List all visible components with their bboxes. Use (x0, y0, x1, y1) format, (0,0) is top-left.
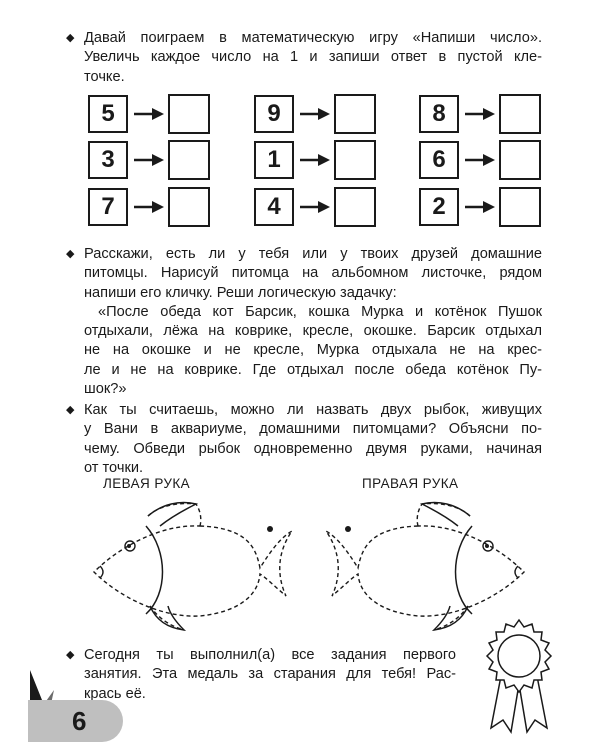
arrow-right-icon (465, 154, 495, 166)
answer-box[interactable] (499, 187, 541, 227)
left-hand-label: ЛЕВАЯ РУКА (103, 476, 191, 491)
medal-inner-circle (497, 634, 541, 678)
riddle-line: не на окошке и не кресле, Мурка отдыхала… (84, 342, 542, 359)
answer-box[interactable] (168, 140, 210, 180)
answer-box[interactable] (334, 94, 376, 134)
task3-instructions: Как ты считаешь, можно ли назвать двух р… (84, 401, 542, 478)
answer-box[interactable] (334, 187, 376, 227)
task2-line: питомцы. Нарисуй питомца на альбомном ли… (84, 265, 542, 282)
number-box: 1 (254, 141, 294, 179)
task1-instructions: Давай поиграем в математическую игру «На… (84, 29, 542, 87)
riddle-line: «После обеда кот Барсик, кошка Мурка и к… (98, 303, 542, 320)
page-number: 6 (72, 706, 87, 736)
riddle-line: отдыхали, лёжа на коврике, кресле, окошк… (84, 323, 542, 340)
task1-line: Давай поиграем в математическую игру «На… (84, 30, 542, 46)
bullet-task3: ◆ (66, 404, 75, 416)
fish-mouth (99, 565, 104, 579)
task2-instructions: Расскажи, есть ли у тебя или у твоих дру… (84, 245, 542, 399)
task2-line: напиши его кличку. Реши логическую задач… (84, 284, 397, 301)
arrow-right-icon (134, 108, 164, 120)
arrow-right-icon (300, 154, 330, 166)
number-box: 3 (88, 141, 128, 179)
start-dot-icon (267, 526, 273, 532)
right-hand-label: ПРАВАЯ РУКА (362, 476, 459, 491)
number-box: 8 (419, 95, 459, 133)
number-box: 9 (254, 95, 294, 133)
number-box: 7 (88, 188, 128, 226)
arrow-right-icon (134, 154, 164, 166)
riddle-line: шок?» (84, 381, 127, 398)
answer-box[interactable] (334, 140, 376, 180)
task4-line: крась её. (84, 685, 146, 702)
task4-line: Сегодня ты выполнил(а) все задания перво… (84, 647, 456, 663)
riddle-line: ле и не на коврике. Где отдыхал после об… (84, 361, 542, 378)
left-fish-tracing[interactable] (88, 496, 298, 646)
arrow-right-icon (300, 201, 330, 213)
task4-instructions: Сегодня ты выполнил(а) все задания перво… (84, 646, 456, 704)
fish-bottom-fin (149, 605, 187, 632)
medal-icon[interactable] (479, 618, 559, 736)
number-box: 5 (88, 95, 128, 133)
arrow-right-icon (465, 201, 495, 213)
fish-top-fin (147, 501, 199, 527)
number-box: 2 (419, 188, 459, 226)
task3-line: у Вани в аквариуме, домашними питомцами?… (84, 421, 542, 438)
fish-head-line (145, 525, 164, 615)
arrow-right-icon (300, 108, 330, 120)
task3-line: чему. Обведи рыбок одновременно двумя ру… (84, 440, 542, 457)
bullet-task4: ◆ (66, 649, 75, 661)
task3-line: Как ты считаешь, можно ли назвать двух р… (84, 402, 542, 418)
task3-line: от точки. (84, 459, 144, 476)
fish-eye (124, 540, 136, 552)
answer-box[interactable] (499, 94, 541, 134)
answer-box[interactable] (168, 187, 210, 227)
bullet-task2: ◆ (66, 248, 75, 260)
page-number-tab (28, 700, 123, 742)
task1-line: Увеличь каждое число на 1 и запиши ответ… (84, 49, 542, 66)
number-box: 4 (254, 188, 294, 226)
answer-box[interactable] (499, 140, 541, 180)
task4-line: занятия. Эта медаль за старания для тебя… (84, 666, 456, 683)
right-fish-tracing[interactable] (320, 496, 530, 646)
task2-line: Расскажи, есть ли у тебя или у твоих дру… (84, 246, 542, 262)
number-box: 6 (419, 141, 459, 179)
task1-line: точке. (84, 68, 125, 85)
arrow-right-icon (134, 201, 164, 213)
answer-box[interactable] (168, 94, 210, 134)
arrow-right-icon (465, 108, 495, 120)
bullet-task1: ◆ (66, 32, 75, 44)
